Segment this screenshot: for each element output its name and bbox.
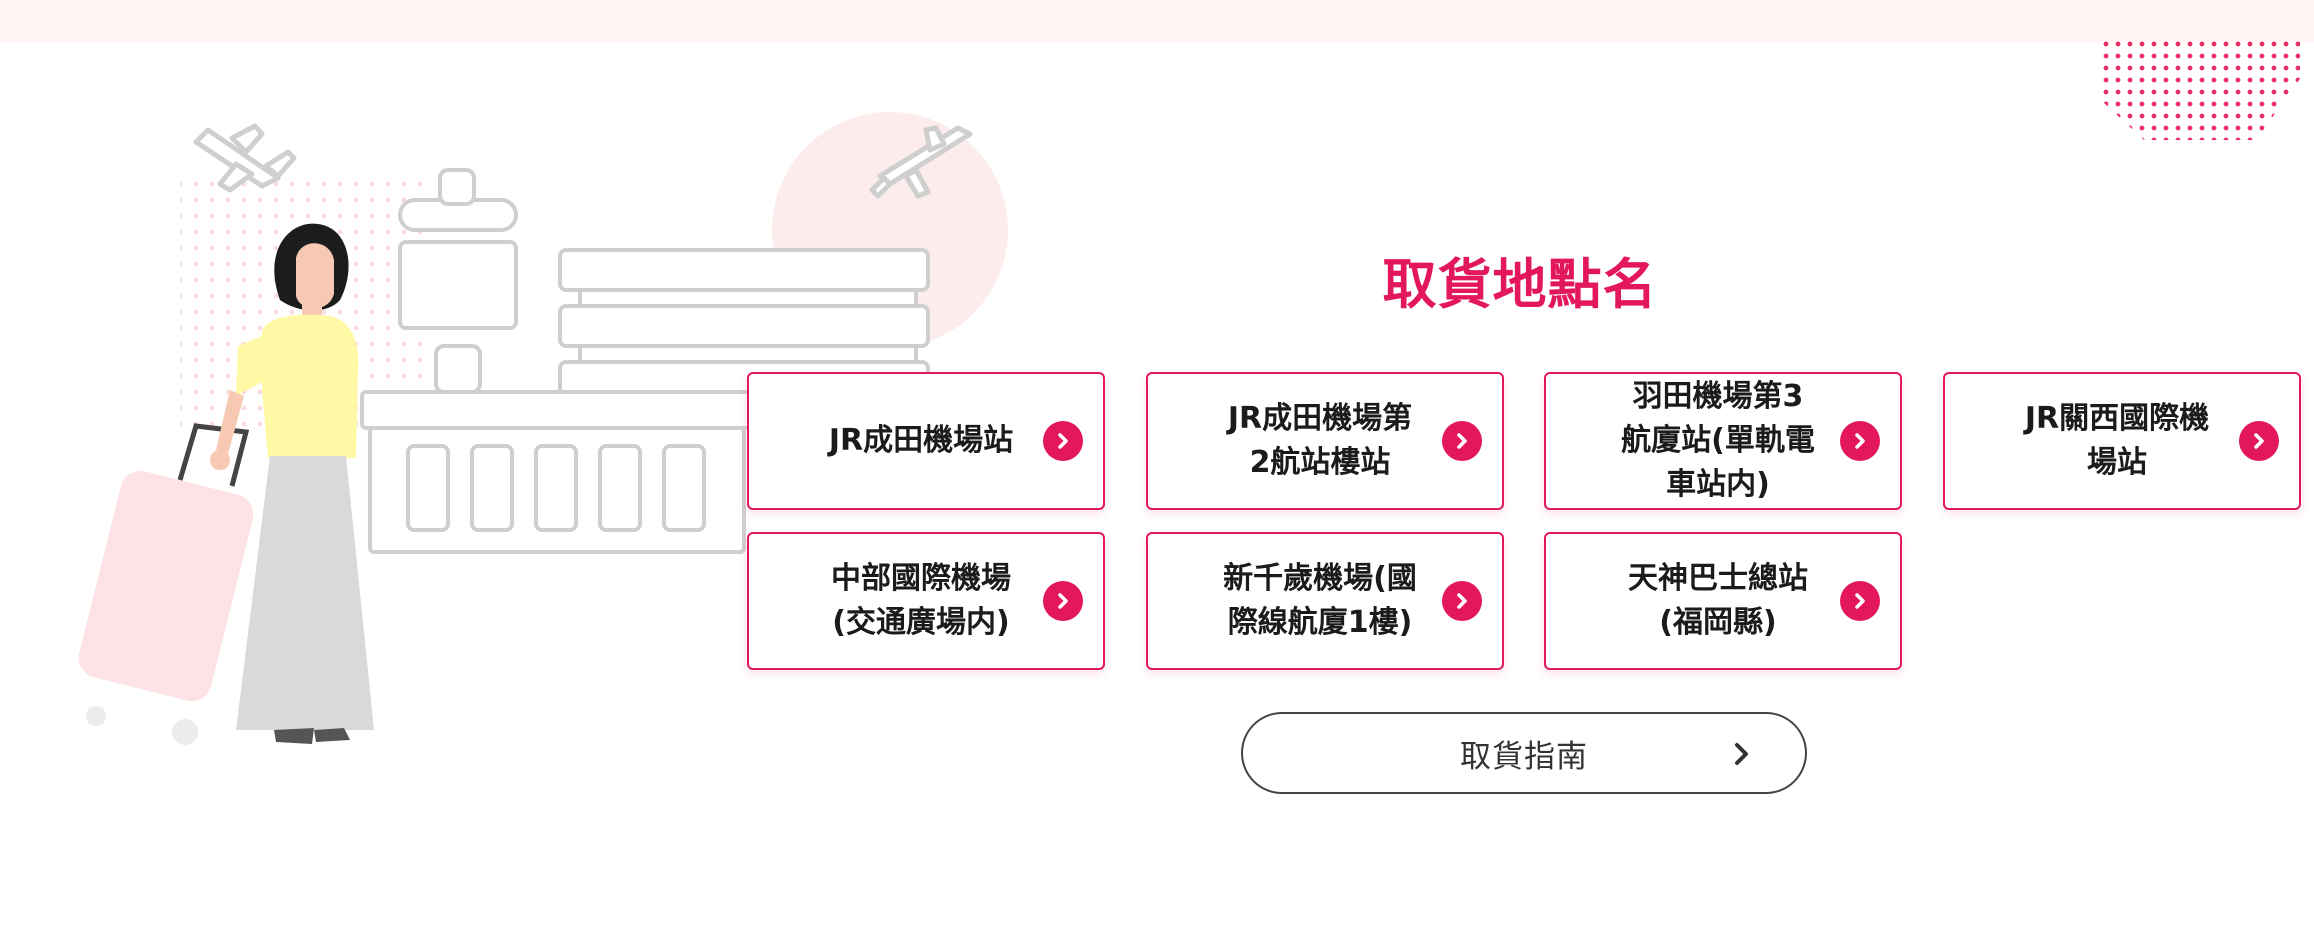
airplane-icon xyxy=(193,123,297,193)
chevron-right-circle-icon xyxy=(1442,421,1482,461)
airplane-icon xyxy=(869,125,973,199)
pickup-guide-button[interactable]: 取貨指南 xyxy=(1241,712,1807,794)
pickup-guide-label: 取貨指南 xyxy=(1460,738,1588,775)
chevron-right-circle-icon xyxy=(1840,421,1880,461)
location-card-haneda-terminal-3[interactable]: 羽田機場第3航廈站(單軌電車站内) xyxy=(1544,372,1902,510)
location-card-label: 天神巴士總站(福岡縣) xyxy=(1628,561,1808,640)
chevron-right-circle-icon xyxy=(2239,421,2279,461)
section-title: 取貨地點名 xyxy=(1382,253,1658,316)
location-card-label: JR成田機場站 xyxy=(828,423,1014,458)
location-card-label: 中部國際機場(交通廣場内) xyxy=(831,561,1011,640)
location-card-jr-narita-terminal-2[interactable]: JR成田機場第2航站樓站 xyxy=(1146,372,1504,510)
chevron-right-circle-icon xyxy=(1840,581,1880,621)
location-card-label: JR成田機場第2航站樓站 xyxy=(1227,401,1413,480)
chevron-right-icon xyxy=(1735,743,1748,765)
airport-traveler-illustration xyxy=(78,112,1008,745)
chevron-right-circle-icon xyxy=(1043,581,1083,621)
decorative-dot-pattern xyxy=(2100,38,2300,140)
location-card-jr-narita[interactable]: JR成田機場站 xyxy=(747,372,1105,510)
location-card-tenjin-bus-terminal[interactable]: 天神巴士總站(福岡縣) xyxy=(1544,532,1902,670)
location-card-new-chitose-airport[interactable]: 新千歲機場(國際線航廈1樓) xyxy=(1146,532,1504,670)
chevron-right-circle-icon xyxy=(1442,581,1482,621)
location-card-label: JR關西國際機場站 xyxy=(2024,401,2210,480)
chevron-right-circle-icon xyxy=(1043,421,1083,461)
location-card-label: 羽田機場第3航廈站(單軌電車站内) xyxy=(1621,379,1815,502)
location-card-label: 新千歲機場(國際線航廈1樓) xyxy=(1223,561,1417,640)
suitcase-icon xyxy=(78,423,254,745)
location-card-jr-kansai-airport[interactable]: JR關西國際機場站 xyxy=(1943,372,2301,510)
top-band xyxy=(0,0,2314,42)
location-card-chubu-airport[interactable]: 中部國際機場(交通廣場内) xyxy=(747,532,1105,670)
traveler-figure xyxy=(210,223,374,744)
